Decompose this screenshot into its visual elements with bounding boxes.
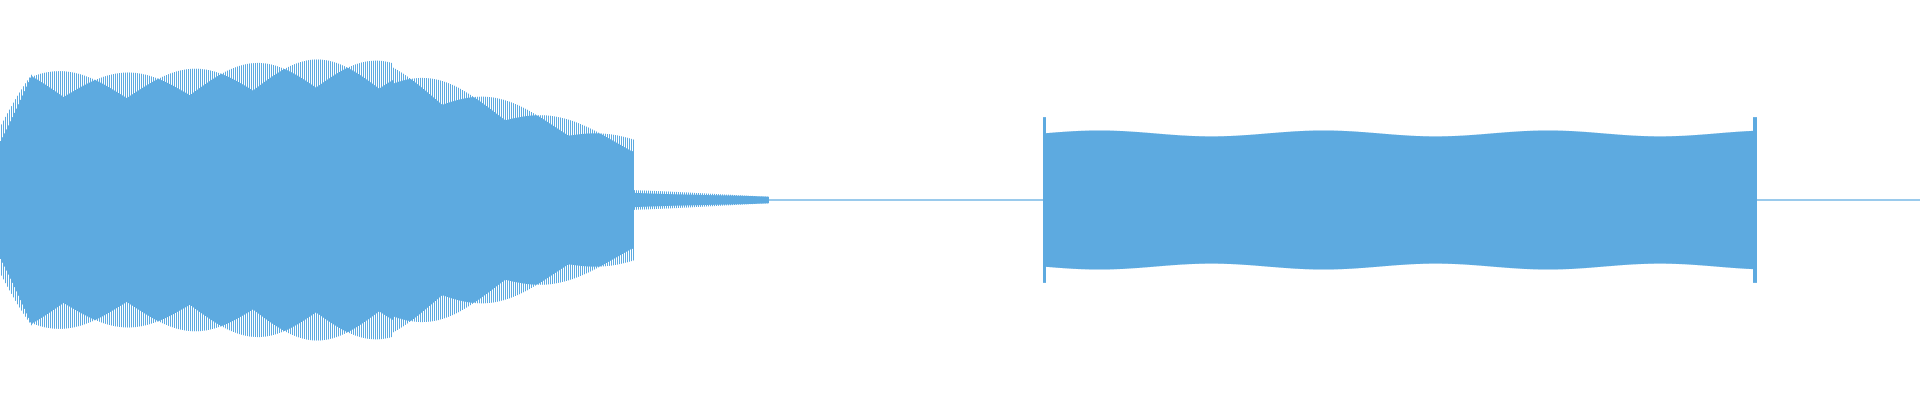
waveform-samples <box>0 59 1920 341</box>
